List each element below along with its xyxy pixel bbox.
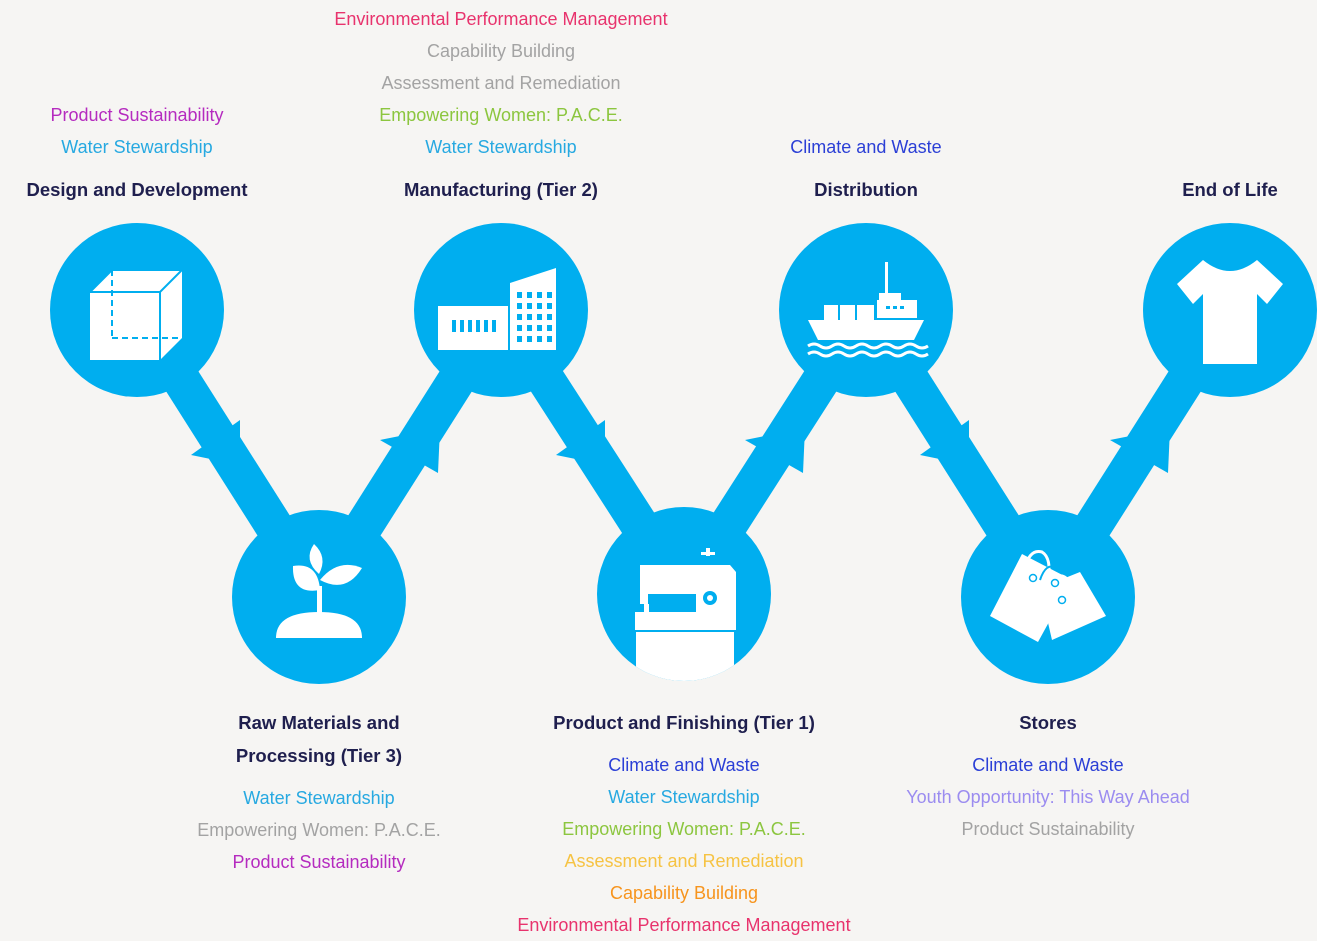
program-label: Capability Building <box>609 883 759 903</box>
program-label: Climate and Waste <box>790 137 942 157</box>
stage-title-design: Design and Development <box>0 173 337 206</box>
tshirt-icon <box>1177 260 1283 364</box>
program-label: Environmental Performance Management <box>334 9 668 29</box>
stage-title-distribution: Distribution <box>666 173 1066 206</box>
stage-title-stores: Stores <box>848 706 1248 739</box>
program-label: Environmental Performance Management <box>517 915 851 935</box>
program-label: Empowering Women: P.A.C.E. <box>562 819 806 839</box>
stage-title-line: Product and Finishing (Tier 1) <box>553 712 815 733</box>
stage-title-line: Manufacturing (Tier 2) <box>404 179 598 200</box>
program-label: Climate and Waste <box>608 755 760 775</box>
stage-title-line: Raw Materials and <box>238 712 400 733</box>
stage-title-line: Design and Development <box>26 179 248 200</box>
program-label: Product Sustainability <box>961 819 1135 839</box>
shopping-bag-icon <box>990 549 1106 642</box>
program-label: Assessment and Remediation <box>564 851 804 871</box>
program-label: Climate and Waste <box>972 755 1124 775</box>
stage-title-line: Processing (Tier 3) <box>235 745 403 766</box>
program-label: Water Stewardship <box>608 787 760 807</box>
stage-title-line: End of Life <box>1182 179 1278 200</box>
stage-title-line: Distribution <box>814 179 918 200</box>
program-label: Youth Opportunity: This Way Ahead <box>906 787 1190 807</box>
program-label: Product Sustainability <box>232 852 406 872</box>
stage-title-end-of-life: End of Life <box>1030 173 1317 206</box>
program-label: Product Sustainability <box>50 105 224 125</box>
program-label: Capability Building <box>426 41 576 61</box>
program-label: Empowering Women: P.A.C.E. <box>197 820 441 840</box>
factory-icon <box>438 268 556 350</box>
box-icon <box>87 269 185 360</box>
stage-title-manufacturing: Manufacturing (Tier 2) <box>301 173 701 206</box>
program-label: Water Stewardship <box>243 788 395 808</box>
program-label: Empowering Women: P.A.C.E. <box>379 105 623 125</box>
program-label: Water Stewardship <box>61 137 213 157</box>
program-label: Water Stewardship <box>425 137 577 157</box>
sprout-icon <box>276 544 362 638</box>
stage-programs-distribution: Climate and Waste <box>646 131 1086 163</box>
sewing-machine-icon <box>635 548 736 681</box>
program-label: Assessment and Remediation <box>381 73 621 93</box>
stage-title-line: Stores <box>1019 712 1077 733</box>
cargo-ship-icon <box>807 262 929 358</box>
stage-title-finishing: Product and Finishing (Tier 1) <box>484 706 884 739</box>
